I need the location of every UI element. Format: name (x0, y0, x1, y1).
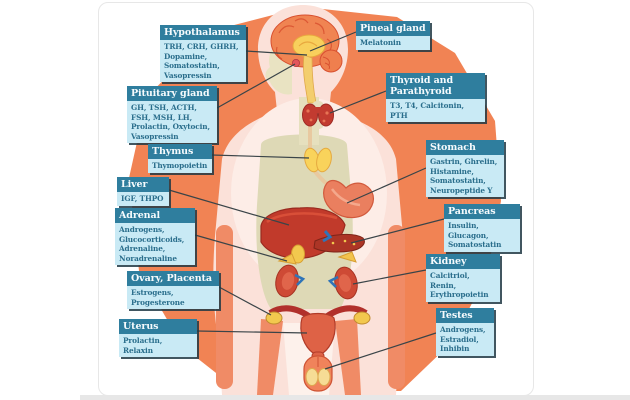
label-title: Pituitary gland (127, 86, 217, 102)
label-adrenal: Adrenal Androgens, Glucocorticoids, Adre… (115, 208, 195, 266)
connector-testes (324, 332, 437, 370)
label-thymus: Thymus Thymopoietin (148, 144, 212, 173)
label-title: Thyroid and Parathyroid (386, 73, 485, 100)
adrenal-glands (277, 251, 357, 265)
connector-uterus (196, 330, 308, 334)
label-kidney: Kidney Calcitriol, Renin, Erythropoietin (426, 254, 500, 302)
label-testes: Testes Androgens, Estradiol, Inhibin (436, 308, 494, 356)
connector-hypothalamus (245, 50, 308, 56)
label-title: Pancreas (444, 204, 520, 220)
testes-organ (303, 355, 333, 392)
label-hormones: Gastrin, Ghrelin, Histamine, Somatostati… (426, 155, 504, 198)
left-thigh-shade (257, 319, 283, 395)
label-hormones: Insulin, Glucagon, Somatostatin (444, 219, 520, 252)
label-title: Stomach (426, 140, 504, 156)
label-stomach: Stomach Gastrin, Ghrelin, Histamine, Som… (426, 140, 504, 198)
label-hormones: Androgens, Estradiol, Inhibin (436, 323, 494, 356)
label-pituitary: Pituitary gland GH, TSH, ACTH, FSH, MSH,… (127, 86, 217, 144)
label-title: Testes (436, 308, 494, 324)
label-hormones: Thymopoietin (148, 159, 212, 173)
connector-kidney (352, 269, 427, 285)
label-pancreas: Pancreas Insulin, Glucagon, Somatostatin (444, 204, 520, 252)
label-hormones: Androgens, Glucocorticoids, Adrenaline, … (115, 223, 195, 266)
connector-pituitary (216, 63, 296, 109)
label-thyroid-parathyroid: Thyroid and Parathyroid T3, T4, Calciton… (386, 73, 485, 123)
label-title: Hypothalamus (160, 25, 246, 41)
label-title: Pineal gland (356, 21, 430, 37)
thyroid (302, 101, 334, 129)
label-title: Ovary, Placenta (127, 271, 219, 287)
left-arm (216, 225, 233, 389)
label-title: Uterus (119, 319, 197, 335)
label-title: Kidney (426, 254, 500, 270)
connector-thymus (211, 154, 310, 159)
label-hormones: GH, TSH, ACTH, FSH, MSH, LH, Prolactin, … (127, 101, 217, 144)
right-thigh-shade (335, 319, 361, 395)
connector-pineal (309, 31, 357, 52)
bottom-edge-strip (80, 395, 630, 400)
label-hormones: Melatonin (356, 36, 430, 50)
label-title: Adrenal (115, 208, 195, 224)
label-pineal: Pineal gland Melatonin (356, 21, 430, 50)
kidneys (275, 264, 358, 300)
connector-adrenal (194, 234, 288, 262)
connector-stomach (346, 167, 427, 204)
label-hormones: T3, T4, Calcitonin, PTH (386, 99, 485, 123)
label-hypothalamus: Hypothalamus TRH, CRH, GHRH, Dopamine, S… (160, 25, 246, 83)
diagram-card: Hypothalamus TRH, CRH, GHRH, Dopamine, S… (98, 2, 534, 396)
label-hormones: Estrogens, Progesterone (127, 286, 219, 310)
label-hormones: IGF, THPO (117, 192, 169, 206)
label-ovary-placenta: Ovary, Placenta Estrogens, Progesterone (127, 271, 219, 310)
thymus-gland (304, 147, 332, 173)
portal-vessel (322, 230, 333, 243)
label-hormones: TRH, CRH, GHRH, Dopamine, Somatostatin, … (160, 40, 246, 83)
label-liver: Liver IGF, THPO (117, 177, 169, 206)
label-uterus: Uterus Prolactin, Relaxin (119, 319, 197, 358)
connector-pancreas (350, 218, 445, 244)
right-arm (388, 225, 405, 389)
connector-thyroid (329, 90, 387, 114)
connector-lines (168, 31, 445, 370)
label-title: Liver (117, 177, 169, 193)
connector-liver (168, 189, 290, 226)
label-hormones: Prolactin, Relaxin (119, 334, 197, 358)
stomach-organ (323, 179, 375, 219)
label-title: Thymus (148, 144, 212, 160)
label-hormones: Calcitriol, Renin, Erythropoietin (426, 269, 500, 302)
connector-ovary (218, 286, 272, 316)
